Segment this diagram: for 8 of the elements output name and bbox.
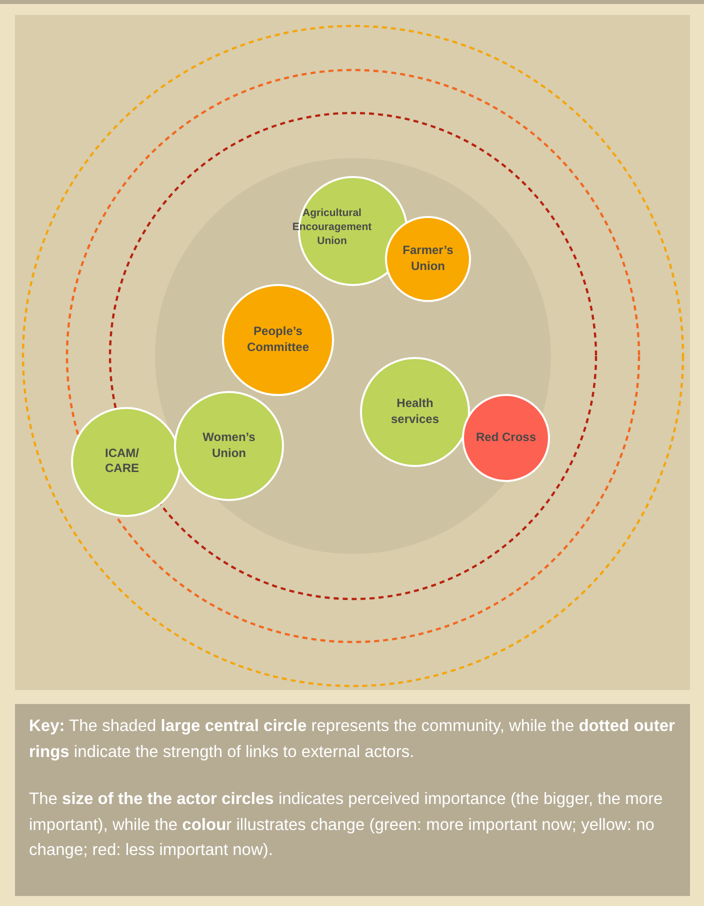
actor-label: Farmer’s Union	[402, 243, 454, 275]
actor-label: Red Cross	[476, 430, 536, 446]
actor-label: Women’s Union	[202, 430, 256, 462]
actor-label: People’s Committee	[246, 324, 310, 356]
actor-label: Health services	[390, 396, 440, 428]
key-text: The size of the the actor circles indicates perceived importance (the bigger, the more important), while the colour illustrates change (green: more important now; yellow: no change; red: less important now).	[29, 789, 664, 862]
key-text: Key: The shaded large central circle represents the community, while the dotted outer rings indicate the strength of links to external actors.	[29, 716, 676, 763]
actor-label: ICAM/ CARE	[104, 446, 140, 477]
